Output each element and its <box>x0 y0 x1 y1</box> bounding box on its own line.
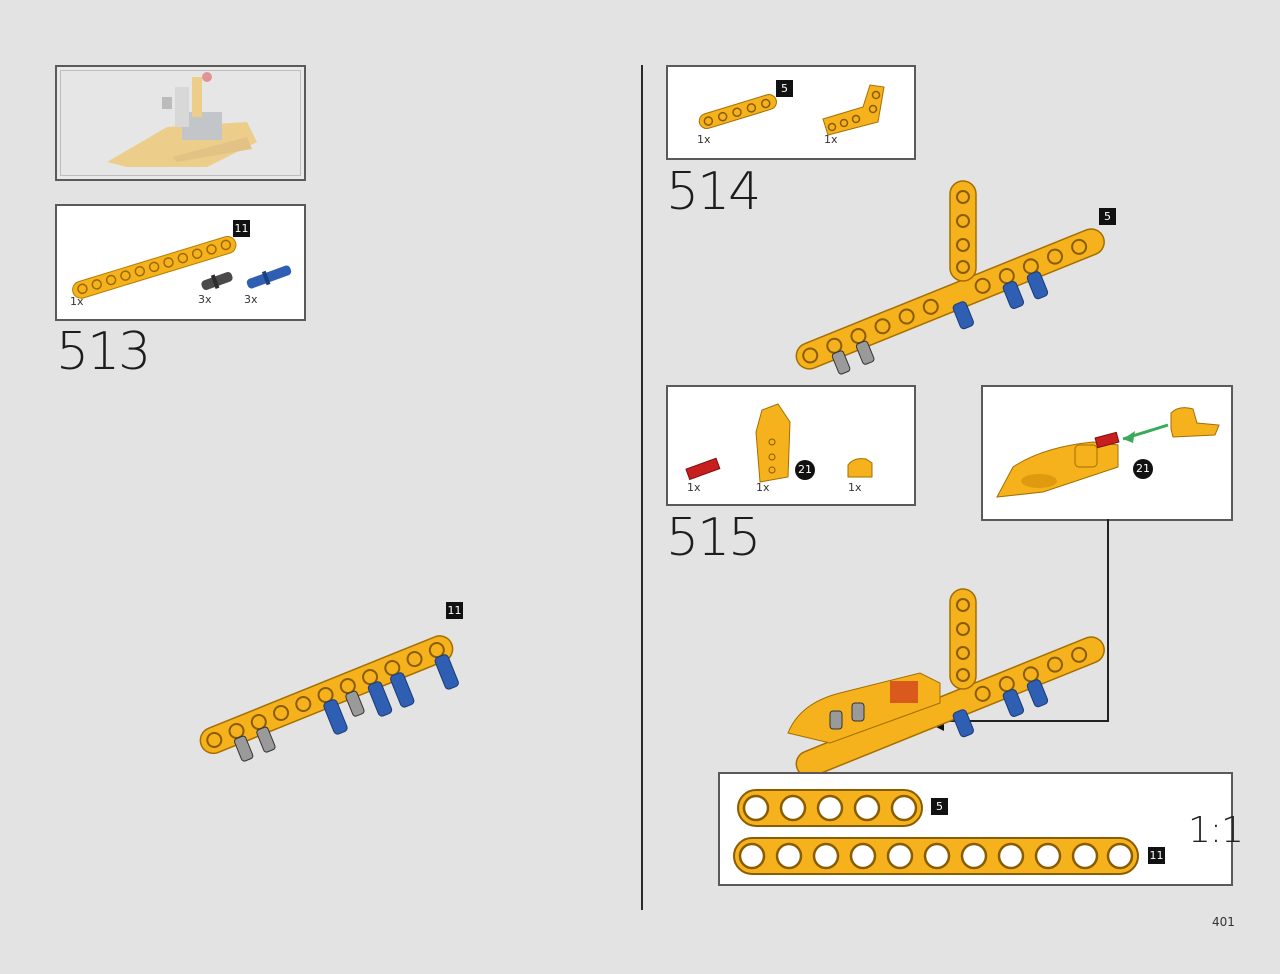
preview-frame <box>60 70 301 176</box>
beam-11-actual-size <box>733 837 1139 875</box>
step-515-parts-callout: 1x 21 1x 1x <box>666 385 916 506</box>
faded-model-image <box>107 72 257 167</box>
step-513-parts-callout: 1x 11 3x 3x <box>55 204 306 321</box>
sub-assembly-image <box>996 407 1220 498</box>
beam-length-badge: 11 <box>1148 847 1165 864</box>
step-514-assembly-image <box>795 180 1105 375</box>
beam-length-badge: 5 <box>931 798 948 815</box>
part-number-badge: 21 <box>1133 459 1153 479</box>
angled-beam-icon <box>822 84 885 136</box>
page-divider <box>641 65 643 910</box>
beam-11-icon <box>72 235 237 299</box>
scale-label: 1:1 <box>1188 810 1244 851</box>
beam-length-badge: 11 <box>446 602 463 619</box>
part-qty: 1x <box>756 481 770 494</box>
part-qty: 3x <box>198 293 212 306</box>
beam-length-badge: 11 <box>233 220 250 237</box>
step-number: 515 <box>666 508 761 568</box>
part-qty: 1x <box>824 133 838 146</box>
beam-5-actual-size <box>737 789 923 827</box>
page-number: 401 <box>1212 915 1235 929</box>
long-pin-blue-icon <box>246 265 292 289</box>
beam-length-badge: 5 <box>776 80 793 97</box>
step-513-assembly-image <box>199 635 459 762</box>
step-number: 514 <box>666 162 761 222</box>
sub-assembly-callout: 21 <box>981 385 1233 521</box>
previous-model-preview <box>55 65 306 181</box>
part-qty: 1x <box>687 481 701 494</box>
beam-5-icon <box>698 94 777 130</box>
beam-length-badge: 5 <box>1099 208 1116 225</box>
part-number-badge: 21 <box>795 460 815 480</box>
part-qty: 1x <box>70 295 84 308</box>
part-qty: 1x <box>697 133 711 146</box>
step-515-assembly-image <box>787 588 1105 778</box>
step-514-parts-callout: 5 1x 1x <box>666 65 916 160</box>
friction-pin-gray-icon <box>201 271 233 291</box>
panel-fairing-icon <box>755 403 791 483</box>
part-qty: 3x <box>244 293 258 306</box>
scale-ruler-box: 5 11 1:1 <box>718 772 1244 886</box>
part-qty: 1x <box>848 481 862 494</box>
axle-red-icon <box>685 457 721 481</box>
step-number: 513 <box>56 322 151 382</box>
curved-slope-icon <box>847 458 873 478</box>
